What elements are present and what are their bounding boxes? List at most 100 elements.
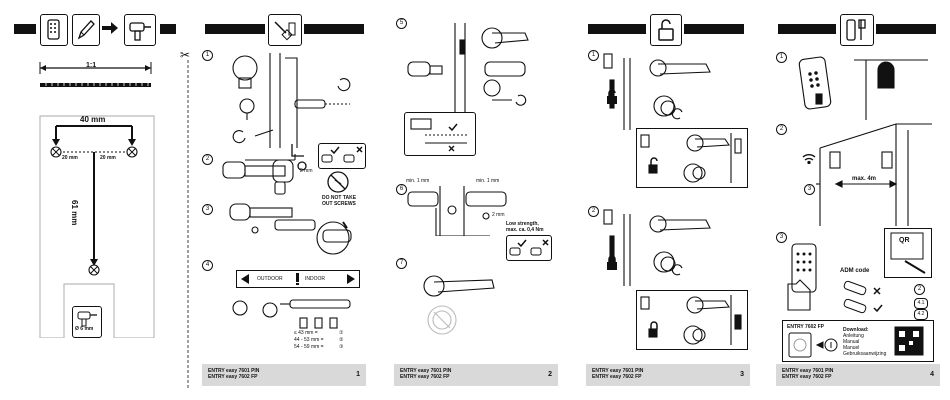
pencil-icon [72,14,100,46]
footer-p3-line1: ENTRY easy 7601 PIN [592,368,644,374]
footer-p4-line2: ENTRY easy 7602 FP [782,374,832,380]
two-mm-label-p2: 2 mm [492,212,505,218]
step-7: 7 [396,258,407,269]
size-step-2: ② [339,337,344,343]
dim-left: 20 mm [62,155,78,161]
footer-p1: ENTRY easy 7601 PIN ENTRY easy 7602 FP 1 [202,364,366,386]
unlock-detail-box-1 [636,128,748,188]
tools-icon [840,14,874,46]
step-4-2: 2 [776,124,787,135]
illustration-adm-code [780,240,830,314]
drill-size-icon [72,306,102,338]
min-left-label: min. 1 mm [406,178,430,184]
qr-card: QR [884,228,932,278]
illustration-cylinder-assembled [215,200,360,258]
step-2: 2 [202,154,213,165]
illustration-cylinder-status [830,280,890,320]
step-3-1: 1 [588,50,599,61]
illustration-keypad-mount [796,50,936,120]
device-label: ENTRY 7602 FP [787,324,824,330]
dim-right: 20 mm [100,155,116,161]
drill-diameter: Ø 6 mm [75,326,94,332]
illustration-gap [400,186,550,236]
good-bad-fit-box [506,235,552,261]
illustration-remove-cylinder [215,48,365,148]
header-bar-right [160,24,176,34]
drill-icon [124,14,156,46]
no-screws-line2: OUT SCREWS [322,201,356,207]
size-row-2: 44 - 53 mm = [294,337,324,343]
arrow-right-icon [102,22,118,34]
padlock-open-icon-1 [606,90,620,104]
no-screws-icon [326,170,350,194]
download-item-1: Anleitung [843,333,864,339]
scale-label: 1:1 [86,62,97,69]
header-bar-left [14,24,36,34]
dim-horizontal: 40 mm [80,115,106,124]
padlock-closed-icon-2 [606,256,620,270]
indoor-label: INDOOR [305,276,325,282]
cut-line [182,50,194,390]
cylinder-flush-box [404,112,476,156]
header-bar-p3-left [588,24,646,34]
size-step-1: ① [339,330,344,336]
good-bad-cylinder-box [318,143,366,169]
illustration-lock-2 [596,206,746,286]
strength-line2: max. ca. 0,4 Nm [506,227,544,233]
no-screws-line1: DO NOT TAKE [322,195,357,201]
wifi-icon [802,152,816,164]
header-bar-p1-right [304,24,364,34]
footer-p3-line2: ENTRY easy 7602 FP [592,374,642,380]
download-title: Download: [843,327,869,333]
download-box: ENTRY 7602 FP Download: Anleitung Manual… [782,320,934,362]
footer-p4: ENTRY easy 7601 PIN ENTRY easy 7602 FP 4 [776,364,940,386]
step-3-2: 2 [588,206,599,217]
hex-key-icon [286,142,308,172]
download-item-4: Gebruiksaanwijzing [843,351,887,357]
download-item-3: Manuel [843,345,860,351]
footer-p1-line2: ENTRY easy 7602 FP [208,374,258,380]
download-item-2: Manual [843,339,860,345]
footer-p2-line1: ENTRY easy 7601 PIN [400,368,452,374]
illustration-insert-cylinder [215,152,310,202]
illustration-unlock-1 [596,50,746,130]
step-4-3: 3 [776,232,787,243]
scissors-icon: ✂ [180,48,191,62]
adm-code-label: ADM code [840,268,870,274]
outdoor-label: OUTDOOR [257,276,283,282]
min-right-label: min. 1 mm [476,178,500,184]
drill-template [36,112,158,338]
page-number-2: 2 [548,371,552,378]
illustration-fit-cylinder [400,18,550,113]
result-4-1: 4.1 [914,298,928,309]
illustration-measure [220,288,360,333]
header-bar-p3-right [684,24,744,34]
size-row-3: 54 - 59 mm = [294,344,324,350]
step-4: 4 [202,260,213,271]
header-bar-p4-right [876,24,936,34]
step-3: 3 [202,204,213,215]
header-bar-p4-left [778,24,836,34]
two-mm-label: 2 mm [300,168,313,174]
page-number-3: 3 [740,371,744,378]
size-row-1: ≤ 43 mm = [294,330,318,336]
unlock-icon [650,14,682,46]
keypad-icon [40,14,68,46]
callout-3: 3 [804,184,815,195]
scale-ruler [38,58,153,92]
header-bar-p1-left [205,24,265,34]
dim-vertical: 61 mm [70,200,79,226]
step-6: 6 [396,184,407,195]
footer-p1-line1: ENTRY easy 7601 PIN [208,368,260,374]
footer-p3: ENTRY easy 7601 PIN ENTRY easy 7602 FP 3 [586,364,750,386]
result-2: 2 [914,284,925,295]
qr-label: QR [899,237,910,244]
footer-p2: ENTRY easy 7601 PIN ENTRY easy 7602 FP 2 [394,364,558,386]
lock-detail-box-2 [636,290,748,350]
result-4-2: 4.2 [914,309,928,320]
screwdriver-icon [268,14,302,46]
direction-banner: OUTDOOR INDOOR [236,270,360,288]
page-number-1: 1 [356,371,360,378]
size-step-3: ③ [339,344,344,350]
footer-p2-line2: ENTRY easy 7602 FP [400,374,450,380]
